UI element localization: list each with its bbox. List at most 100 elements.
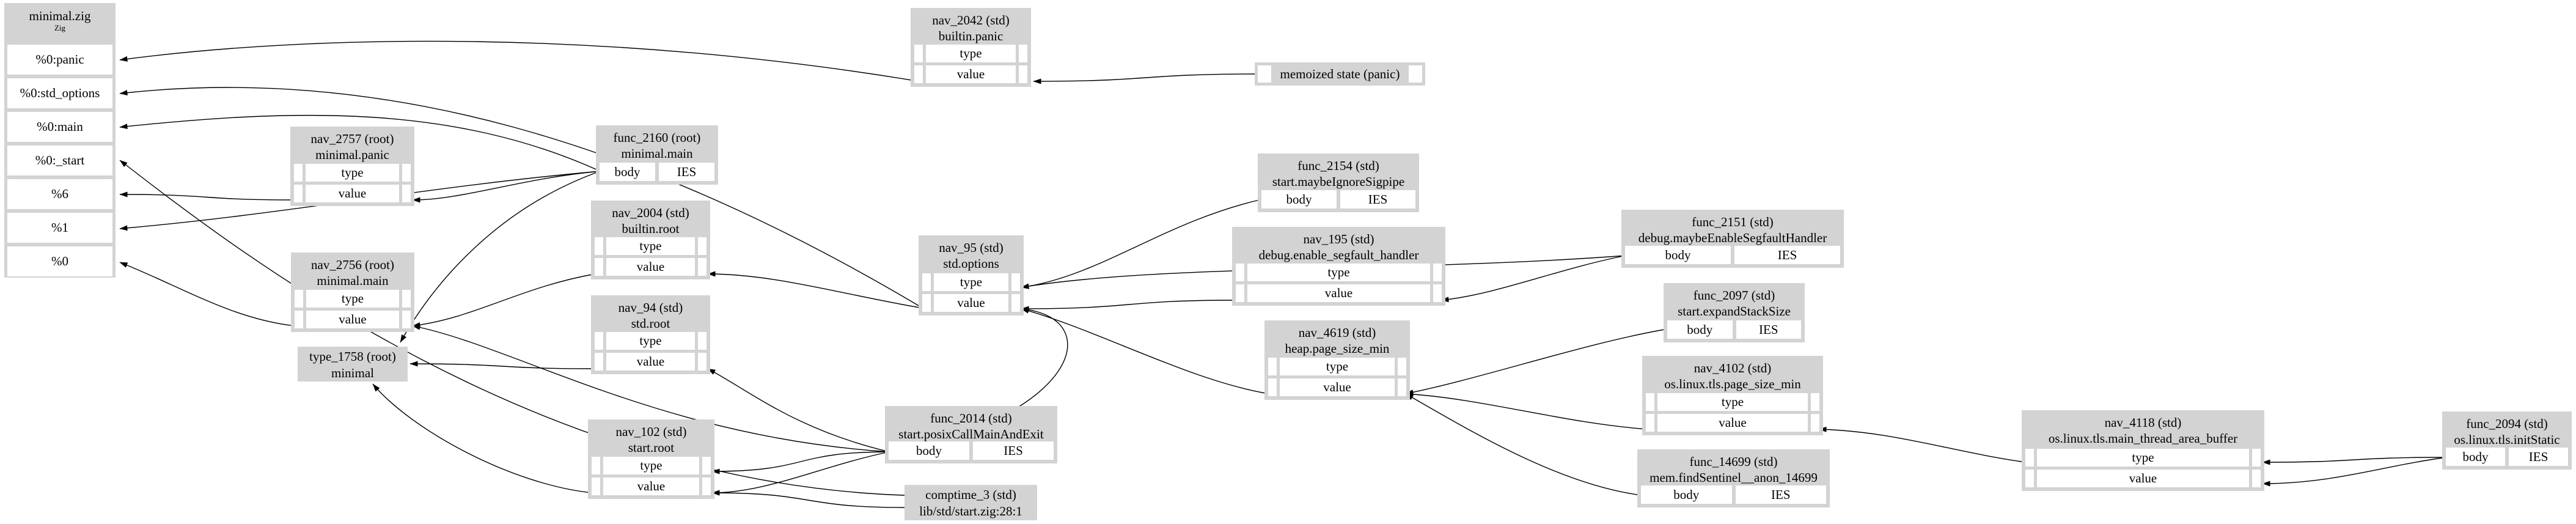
value-right-port [698,353,706,371]
node-title: func_2094 (std)os.linux.tls.initStatic [2442,411,2572,448]
type-right-port [402,290,411,308]
graph-node-func_2014: func_2014 (std)start.posixCallMainAndExi… [885,406,1057,463]
node-title-text: minimal.zig [29,9,91,23]
edge-func_2151.body-to-nav_195.value [1440,255,1626,303]
node-title-text: nav_4619 (std) [1298,325,1376,340]
node-subtitle: heap.page_size_min [1285,341,1390,356]
node-subtitle: builtin.root [622,221,680,236]
memo-left-port [1258,65,1271,83]
graph-node-comptime_3: comptime_3 (std) lib/std/start.zig:28:1 [905,485,1037,520]
nav-rows: type value [595,234,706,276]
node-title: nav_2004 (std)builtin.root [591,201,710,237]
node-subtitle: mem.findSentinel__anon_14699 [1649,470,1818,485]
edge-nav_95.value-to-minimal-zig.%0:std_options [119,87,923,309]
node-subtitle: debug.maybeEnableSegfaultHandler [1638,231,1827,245]
node-title: func_2151 (std) debug.maybeEnableSegfault… [1621,210,1844,246]
node-title: type_1758 (root)minimal [298,347,408,382]
edge-func_2160.body-to-minimal-zig.%0:main [119,114,601,172]
body-cell: body [889,441,969,460]
value-cell: value [306,185,399,202]
edge-func_2014.body-to-nav_2756.value [412,324,890,452]
edge-nav_2004.value-to-nav_2756.value [412,273,596,328]
type-cell: type [926,45,1016,62]
edge-func_2094.body-to-nav_4118.type [2262,457,2447,465]
edge-nav_95.value-to-nav_2004.value [707,271,923,309]
node-subtitle: start.maybeIgnoreSigpipe [1272,174,1405,189]
edge-func_2154.body-to-nav_95.type [1021,199,1263,289]
zir-rows: %0:panic%0:std_options%0:main%0:_start%6… [7,45,112,280]
value-row: value [2025,470,2261,487]
node-subtitle: Zig [54,23,66,32]
type-left-port [1268,358,1277,375]
node-subtitle: lib/std/start.zig:28:1 [919,504,1022,518]
type-right-port [1019,45,1027,62]
edge-func_2014.body-to-nav_94.value [707,368,890,452]
type-row: type [595,332,706,350]
type-row: type [295,290,411,308]
value-right-port [1011,294,1020,312]
value-left-port [295,311,303,328]
value-right-port [402,311,411,328]
type-left-port [592,457,600,474]
edge-nav_195.value-to-nav_95.value [1021,300,1237,312]
node-title-text: nav_94 (std) [618,300,683,315]
value-left-port [914,65,923,83]
node-title: nav_4102 (std)os.linux.tls.page_size_min [1642,356,1823,392]
node-subtitle: std.root [631,316,670,331]
memo-right-port [1409,65,1422,83]
value-right-port [1019,65,1027,83]
edge-nav_94.value-to-type_1758 [409,361,596,369]
type-row: type [922,273,1020,291]
body-cell: body [1261,190,1337,208]
body-cell: body [1667,320,1733,339]
ies-cell: IES [973,441,1054,460]
type-cell: type [1247,264,1430,281]
edge-func_2097.body-to-nav_4619.value [1405,328,1668,395]
node-title-text: comptime_3 (std) [925,487,1016,502]
node-subtitle: minimal.main [317,273,389,288]
ies-cell: IES [1340,190,1415,208]
value-row: value [595,258,706,276]
type-right-port [402,164,411,182]
edge-nav_2042.value-to-minimal-zig.%0:panic [119,40,916,81]
value-row: value [1236,284,1442,302]
type-cell: type [606,332,695,350]
type-right-port [698,332,706,350]
node-title-text: func_2154 (std) [1297,158,1379,173]
graph-node-type_1758: type_1758 (root)minimal [298,347,408,382]
edges-group [119,40,2447,508]
value-left-port [1268,378,1277,396]
type-right-port [1011,273,1020,291]
ies-cell: IES [2509,448,2568,466]
graph-node-nav_4118: nav_4118 (std)os.linux.tls.main_thread_a… [2022,410,2264,491]
type-left-port [1646,393,1654,411]
value-left-port [2025,470,2034,487]
type-right-port [1398,358,1406,375]
node-subtitle: os.linux.tls.main_thread_area_buffer [2048,431,2238,446]
graph-node-memoized_state: memoized state (panic) [1255,62,1425,86]
type-right-port [698,237,706,255]
node-title-text: nav_4102 (std) [1693,361,1772,375]
node-subtitle: builtin.panic [938,29,1004,43]
zir-row: %0:std_options [7,78,112,108]
node-title-text: func_2151 (std) [1692,215,1774,229]
type-cell: type [606,237,695,255]
node-title: func_2097 (std)start.expandStackSize [1664,283,1805,319]
edge-func_2014.body-to-nav_102.type [711,451,890,474]
value-left-port [922,294,931,312]
type-left-port [922,273,931,291]
node-title: func_14699 (std)mem.findSentinel__anon_1… [1637,449,1830,485]
node-title: nav_4118 (std)os.linux.tls.main_thread_a… [2022,410,2264,446]
type-left-port [595,332,603,350]
node-title-text: nav_2004 (std) [612,205,689,220]
type-row: type [1236,264,1442,281]
